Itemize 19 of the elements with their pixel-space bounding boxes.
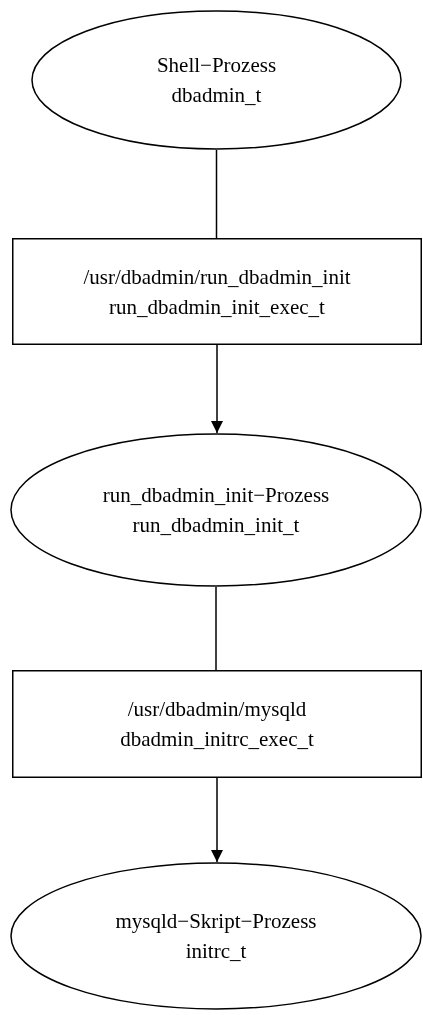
node-label: initrc_t (185, 938, 247, 965)
process-ellipse (10, 433, 422, 587)
file-box (12, 670, 422, 778)
node-label: run_dbadmin_init_t (132, 512, 300, 539)
node-label: dbadmin_t (171, 82, 262, 109)
node-label: run_dbadmin_init−Prozess (102, 482, 330, 509)
process-ellipse (31, 10, 402, 150)
node-label: run_dbadmin_init_exec_t (109, 293, 325, 321)
process-ellipse (10, 862, 422, 1010)
node-label: mysqld−Skript−Prozess (115, 908, 317, 935)
arrow (211, 777, 223, 863)
connector-line (215, 586, 217, 671)
node-label: /usr/dbadmin/mysqld (127, 696, 307, 723)
file-box (12, 238, 422, 345)
arrow (211, 344, 223, 434)
node-label: /usr/dbadmin/run_dbadmin_init (83, 263, 351, 291)
connector-line (215, 149, 218, 239)
node-label: dbadmin_initrc_exec_t (120, 726, 314, 753)
node-label: Shell−Prozess (156, 52, 277, 79)
